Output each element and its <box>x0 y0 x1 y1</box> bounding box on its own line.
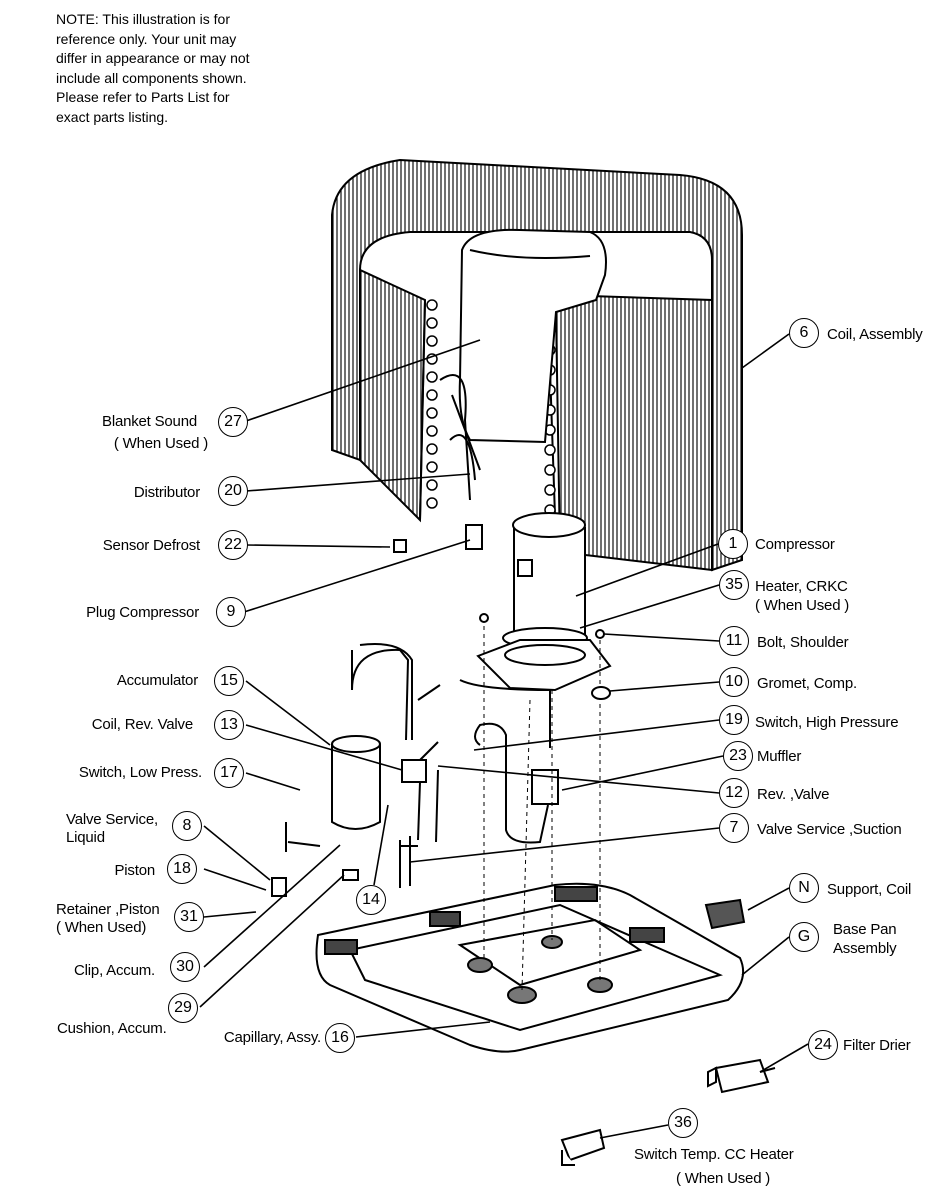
callout-15: 15 <box>214 666 244 696</box>
reference-note: NOTE: This illustration is for reference… <box>56 10 286 127</box>
note-line: differ in appearance or may not <box>56 50 250 66</box>
leader-lines <box>199 333 809 1139</box>
callout-6: 6 <box>789 318 819 348</box>
label-coil-assembly: Coil, Assembly <box>827 326 923 343</box>
suction-line-parts <box>399 679 559 888</box>
label-base-pan-assembly: Assembly <box>833 940 897 957</box>
callout-27: 27 <box>218 407 248 437</box>
callout-19: 19 <box>719 705 749 735</box>
label-heater-crkc-when-used: ( When Used ) <box>755 597 850 614</box>
label-clip-accum: Clip, Accum. <box>74 962 155 979</box>
label-rev-valve: Rev. ,Valve <box>757 786 830 803</box>
callout-23: 23 <box>723 741 753 771</box>
label-switch-low-press: Switch, Low Press. <box>78 764 202 781</box>
callout-17: 17 <box>214 758 244 788</box>
small-parts <box>342 524 776 1166</box>
label-retainer-when-used: ( When Used) <box>56 919 147 936</box>
compressor <box>502 512 588 649</box>
label-plug-compressor: Plug Compressor <box>86 604 199 621</box>
callout-35: 35 <box>719 570 749 600</box>
label-accumulator: Accumulator <box>116 672 198 689</box>
label-piston: Piston <box>114 862 156 879</box>
note-line: exact parts listing. <box>56 108 169 125</box>
blanket-sound <box>458 228 607 444</box>
label-distributor: Distributor <box>133 484 200 501</box>
label-muffler: Muffler <box>757 748 802 765</box>
note-line: include all components shown. <box>56 69 247 86</box>
label-compressor: Compressor <box>755 536 835 553</box>
label-gromet-comp: Gromet, Comp. <box>757 675 857 692</box>
label-bolt-shoulder: Bolt, Shoulder <box>757 634 849 651</box>
label-valve-service-suction: Valve Service ,Suction <box>757 821 902 838</box>
callout-12: 12 <box>719 778 749 808</box>
note-line: Please refer to Parts List for <box>56 89 230 105</box>
callout-18: 18 <box>167 854 197 884</box>
label-retainer-piston: Retainer ,Piston <box>56 901 160 918</box>
label-switch-temp-cc-heater: Switch Temp. CC Heater <box>634 1146 794 1163</box>
callout-7: 7 <box>719 813 749 843</box>
base-pan <box>315 882 744 1053</box>
note-line: reference only. Your unit may <box>56 30 237 47</box>
callout-31: 31 <box>174 902 204 932</box>
label-blanket-sound: Blanket Sound <box>102 413 197 430</box>
callout-13: 13 <box>214 710 244 740</box>
callout-8: 8 <box>172 811 202 841</box>
label-sensor-defrost: Sensor Defrost <box>102 537 200 554</box>
callout-9: 9 <box>216 597 246 627</box>
label-heater-crkc: Heater, CRKC <box>755 578 848 595</box>
callout-22: 22 <box>218 530 248 560</box>
note-line: NOTE: This illustration is for <box>56 11 231 27</box>
callout-29: 29 <box>168 993 198 1023</box>
coil-assembly <box>331 158 743 572</box>
label-valve-service: Valve Service, <box>66 811 158 828</box>
accumulator-assembly <box>271 643 441 897</box>
callout-36: 36 <box>668 1108 698 1138</box>
callout-1: 1 <box>718 529 748 559</box>
callout-16: 16 <box>325 1023 355 1053</box>
label-filter-drier: Filter Drier <box>843 1037 911 1054</box>
label-valve-service-liquid: Liquid <box>66 829 105 846</box>
label-base-pan: Base Pan <box>833 921 897 938</box>
callout-20: 20 <box>218 476 248 506</box>
callout-24: 24 <box>808 1030 838 1060</box>
label-coil-rev-valve: Coil, Rev. Valve <box>91 716 193 733</box>
callout-n: N <box>789 873 819 903</box>
label-switch-temp-when-used: ( When Used ) <box>676 1170 771 1187</box>
label-blanket-sound-when-used: ( When Used ) <box>113 435 208 452</box>
compressor-base-plate <box>476 639 612 692</box>
callout-g: G <box>789 922 819 952</box>
distributor-tubes <box>439 374 481 501</box>
label-support-coil: Support, Coil <box>827 881 912 898</box>
callout-14: 14 <box>356 885 386 915</box>
label-cushion-accum: Cushion, Accum. <box>57 1020 167 1037</box>
label-capillary-assy: Capillary, Assy. <box>223 1029 321 1046</box>
label-switch-high-pressure: Switch, High Pressure <box>755 714 899 731</box>
callout-11: 11 <box>719 626 749 656</box>
callout-30: 30 <box>170 952 200 982</box>
callout-10: 10 <box>719 667 749 697</box>
